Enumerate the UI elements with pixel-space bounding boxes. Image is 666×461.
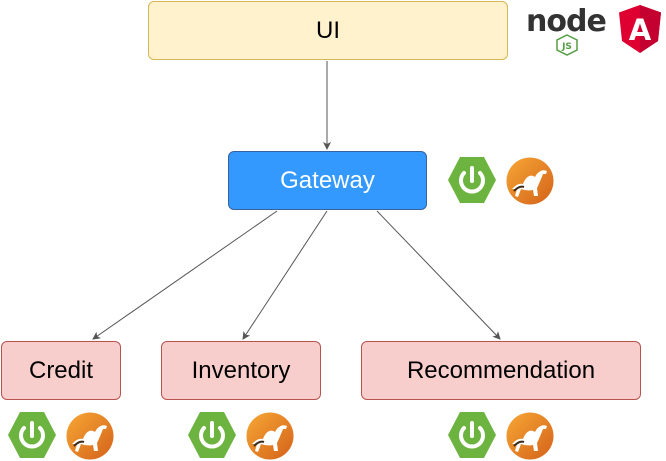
gateway-node-label: Gateway: [280, 166, 375, 194]
spring-boot-icon: [448, 412, 496, 458]
spring-boot-icon: [448, 157, 496, 203]
nodejs-badge-icon: JS: [556, 34, 578, 56]
spring-boot-icon: [8, 412, 56, 458]
inventory-node[interactable]: Inventory: [161, 341, 321, 400]
edge-gateway-recommendation: [376, 210, 501, 340]
nodejs-badge-text: JS: [561, 42, 572, 52]
recommendation-node-label: Recommendation: [406, 356, 596, 384]
camel-icon: [506, 157, 554, 205]
nodejs-logo-icon: node JS: [526, 4, 608, 56]
gateway-node[interactable]: Gateway: [228, 151, 427, 210]
nodejs-logo-text: node: [526, 4, 607, 39]
angular-logo-letter: A: [629, 13, 652, 47]
ui-node[interactable]: UI: [148, 1, 508, 60]
credit-node[interactable]: Credit: [1, 341, 121, 400]
edge-gateway-credit: [92, 210, 278, 340]
spring-boot-icon: [188, 412, 236, 458]
angular-logo-icon: A: [619, 5, 661, 53]
credit-node-label: Credit: [28, 356, 94, 384]
recommendation-node[interactable]: Recommendation: [361, 341, 641, 400]
camel-icon: [66, 412, 114, 460]
camel-icon: [246, 412, 294, 460]
inventory-node-label: Inventory: [191, 356, 291, 384]
ui-node-label: UI: [316, 16, 340, 44]
edge-gateway-inventory: [242, 210, 328, 340]
camel-icon: [506, 412, 554, 460]
